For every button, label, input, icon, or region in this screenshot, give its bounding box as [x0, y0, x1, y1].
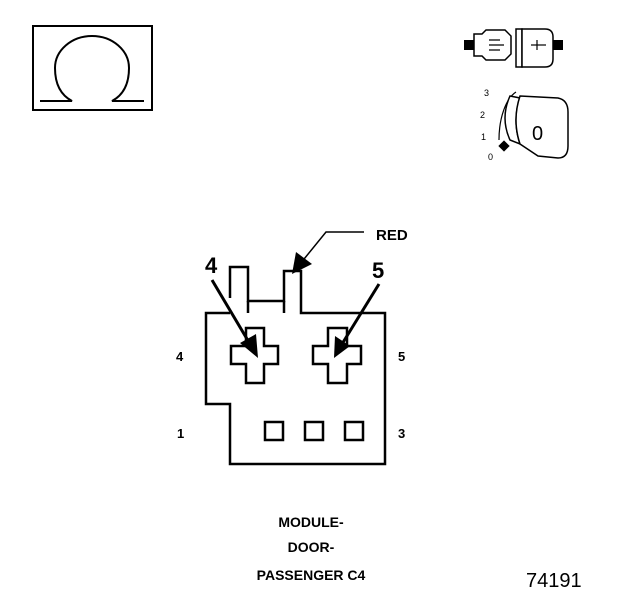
key-label: 0 — [532, 123, 543, 145]
dial-position-1: 1 — [481, 132, 486, 142]
figure-number: 74191 — [526, 570, 582, 592]
callout-number-5: 5 — [372, 258, 384, 283]
omega-symbol-box — [32, 25, 153, 111]
dial-position-2: 2 — [480, 110, 485, 120]
caption-line-1: MODULE- — [278, 514, 344, 530]
empty-cavity-row — [263, 420, 365, 442]
cavity-label-1: 1 — [177, 426, 184, 441]
connector-body — [204, 265, 387, 466]
omega-icon — [40, 35, 144, 102]
caption-line-3: PASSENGER C4 — [257, 567, 366, 583]
callout-arrow-4 — [210, 279, 258, 358]
dial-position-3: 3 — [484, 88, 489, 98]
connector-plug-icon — [464, 28, 563, 68]
cavity-label-4: 4 — [176, 349, 184, 364]
callout-arrow-5 — [334, 283, 381, 358]
cavity-label-5: 5 — [398, 349, 405, 364]
ignition-key-icon: 0 — [498, 91, 569, 159]
wire-color-label: RED — [376, 227, 408, 244]
dial-position-0: 0 — [488, 152, 493, 162]
callout-number-4: 4 — [205, 253, 218, 278]
terminal-cavity-4 — [229, 326, 280, 385]
red-wire-leader — [292, 231, 364, 274]
cavity-label-3: 3 — [398, 426, 405, 441]
caption-line-2: DOOR- — [288, 539, 335, 555]
